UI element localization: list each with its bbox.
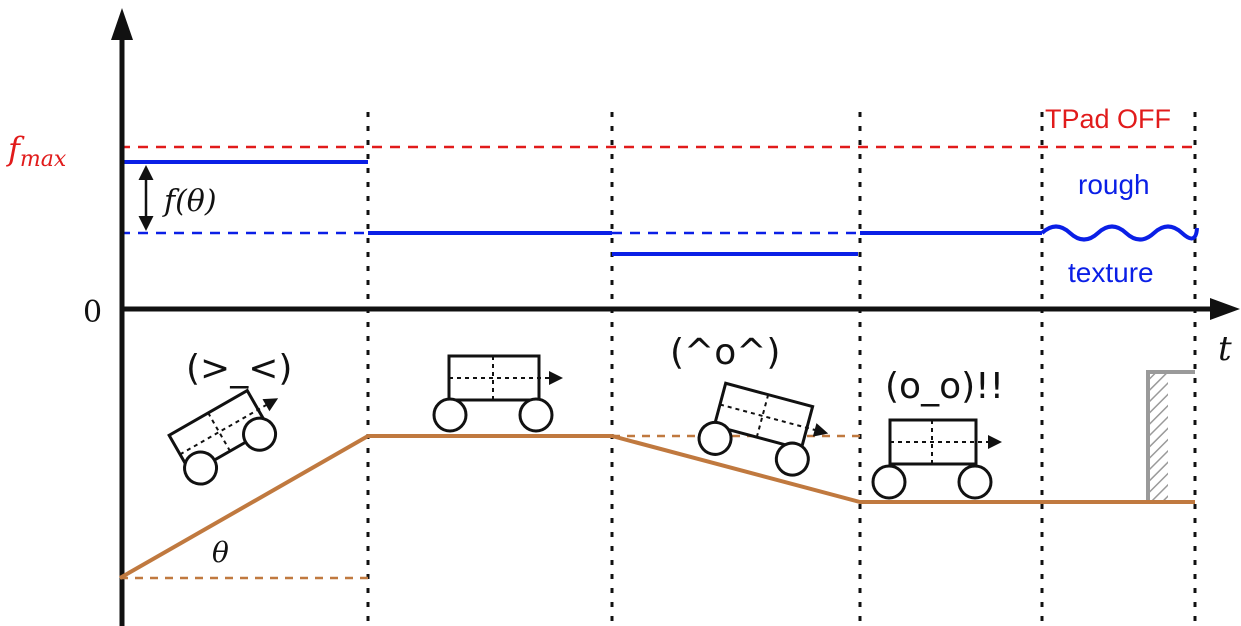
friction-profile [120, 160, 1199, 256]
t-axis-label: t [1218, 329, 1232, 369]
cart-icon [167, 388, 279, 486]
terrain [119, 434, 1195, 580]
wall-outline [1146, 370, 1195, 500]
friction-texture-wave [1040, 224, 1199, 242]
terrain-profile [119, 434, 1195, 580]
cart-icon [871, 418, 1002, 500]
zero-label: 0 [83, 295, 102, 330]
tpad-off-label: TPad OFF [1045, 104, 1171, 134]
theta-label: θ [212, 536, 229, 569]
x-axis-arrow-icon [1210, 298, 1240, 320]
axes [111, 8, 1240, 626]
emoticon-flat: (o_o)!! [885, 366, 1004, 407]
emoticon-downhill: (^o^) [670, 332, 780, 373]
y-axis-arrow-icon [111, 8, 133, 40]
phase-separators [366, 112, 1197, 626]
fmax-label-sub: max [20, 147, 67, 172]
emoticon-uphill: (>_<) [186, 348, 292, 389]
fmax-label: fmax [6, 130, 67, 172]
texture-label: texture [1068, 257, 1154, 288]
cart-icon [432, 354, 563, 433]
wall-icon [1146, 370, 1195, 500]
cart-icon [697, 381, 829, 477]
wall-hatch [1148, 372, 1168, 500]
f-theta-label: f(θ) [162, 184, 217, 219]
rough-label: rough [1078, 169, 1150, 200]
